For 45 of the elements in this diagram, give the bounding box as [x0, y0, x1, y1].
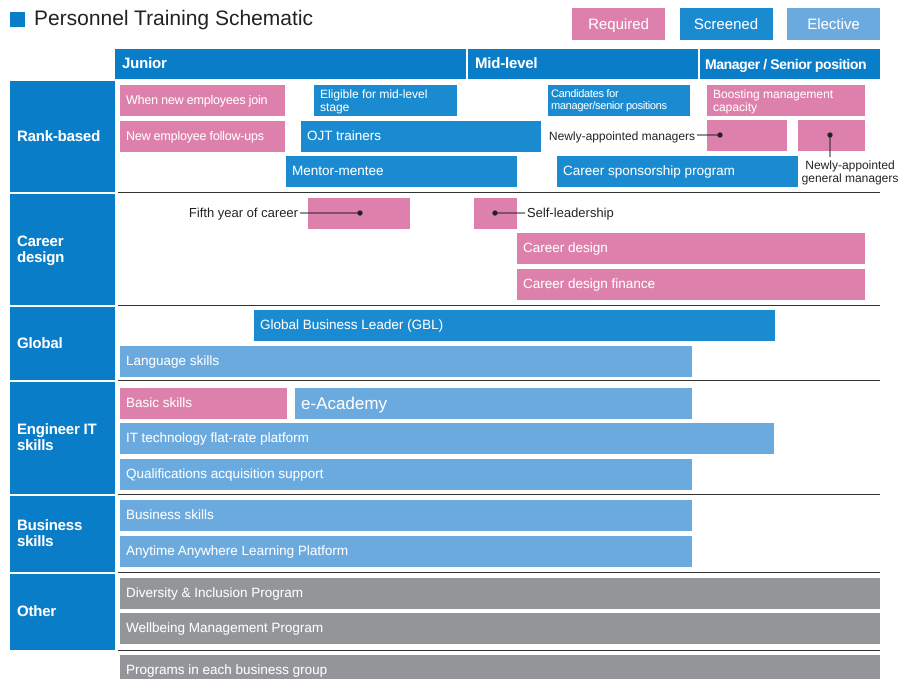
program-bar: When new employees join: [120, 85, 285, 116]
program-bar: Career design: [517, 233, 865, 264]
program-bar: Anytime Anywhere Learning Platform: [120, 536, 692, 567]
program-bar: OJT trainers: [301, 121, 541, 152]
program-bar: Language skills: [120, 346, 692, 377]
leader-line: [696, 132, 723, 138]
legend-swatch: Required: [572, 8, 665, 40]
row-header: Other: [10, 574, 115, 650]
row-header: Rank-based: [10, 81, 115, 192]
leader-line: [492, 210, 526, 216]
row-header: Career design: [10, 194, 115, 305]
program-bar: Candidates for manager/senior positions: [548, 85, 690, 116]
program-bar: New employee follow-ups: [120, 121, 285, 152]
program-bar: [308, 198, 410, 229]
program-bar: e-Academy: [295, 388, 692, 419]
callout-label: Fifth year of career: [160, 204, 298, 222]
leader-line: [827, 132, 833, 158]
callout-label: Newly-appointed general managers: [800, 157, 900, 187]
leader-line: [300, 210, 363, 216]
program-bar: Wellbeing Management Program: [120, 613, 880, 644]
column-header: Manager / Senior position: [700, 49, 880, 79]
row-header: Business skills: [10, 496, 115, 572]
legend-swatch: Elective: [787, 8, 880, 40]
program-bar: Career design finance: [517, 269, 865, 300]
legend-swatch: Screened: [680, 8, 772, 40]
program-bar: Basic skills: [120, 388, 287, 419]
diagram-title: Personnel Training Schematic: [34, 7, 313, 31]
program-bar: Qualifications acquisition support: [120, 459, 692, 490]
program-bar: IT technology flat-rate platform: [120, 423, 774, 454]
program-bar: Programs in each business group: [120, 655, 880, 679]
column-header: Mid-level: [468, 49, 698, 79]
program-bar: Global Business Leader (GBL): [254, 310, 775, 341]
program-bar: Boosting management capacity: [707, 85, 865, 116]
program-bar: [798, 120, 865, 151]
column-header: Junior: [115, 49, 466, 79]
row-header: Engineer IT skills: [10, 382, 115, 494]
program-bar: Eligible for mid-level stage: [314, 85, 457, 116]
program-bar: Career sponsorship program: [557, 156, 798, 187]
program-bar: [474, 198, 517, 229]
row-header: Global: [10, 307, 115, 380]
program-bar: Mentor-mentee: [286, 156, 517, 187]
program-bar: [707, 120, 787, 151]
program-bar: Business skills: [120, 500, 692, 531]
callout-label: Self-leadership: [527, 204, 637, 222]
program-bar: Diversity & Inclusion Program: [120, 578, 880, 609]
